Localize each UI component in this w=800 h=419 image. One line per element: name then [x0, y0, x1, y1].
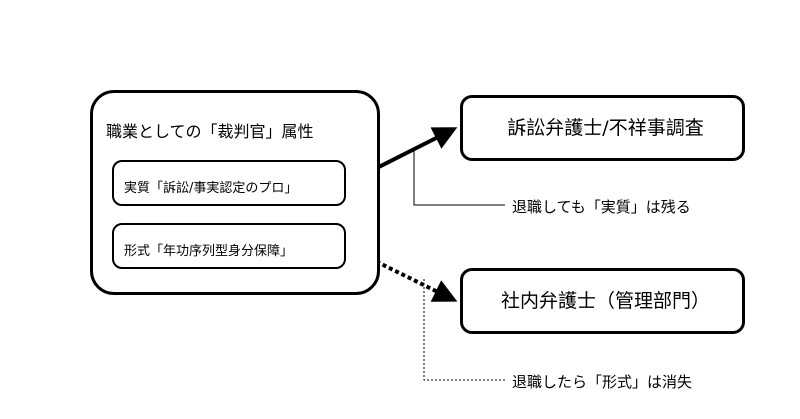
form-box	[112, 223, 346, 269]
form-label: 形式「年功序列型身分保障」	[124, 244, 294, 259]
substance-box	[112, 160, 346, 206]
litigation-lawyer-box: 訴訟弁護士/不祥事調査	[460, 95, 745, 161]
substance-note: 退職しても「実質」は残る	[512, 198, 691, 216]
litigation-lawyer-label: 訴訟弁護士/不祥事調査	[507, 117, 704, 139]
callout-line-substance	[413, 150, 505, 206]
in-house-lawyer-box: 社内弁護士（管理部門）	[460, 268, 745, 334]
judge-attributes-title: 職業としての「裁判官」属性	[106, 122, 314, 141]
form-note: 退職したら「形式」は消失	[512, 373, 693, 391]
callout-line-form	[423, 279, 505, 381]
dotted-arrow	[344, 244, 458, 302]
in-house-lawyer-label: 社内弁護士（管理部門）	[500, 290, 710, 312]
substance-label: 実質「訴訟/事実認定のプロ」	[124, 181, 298, 196]
